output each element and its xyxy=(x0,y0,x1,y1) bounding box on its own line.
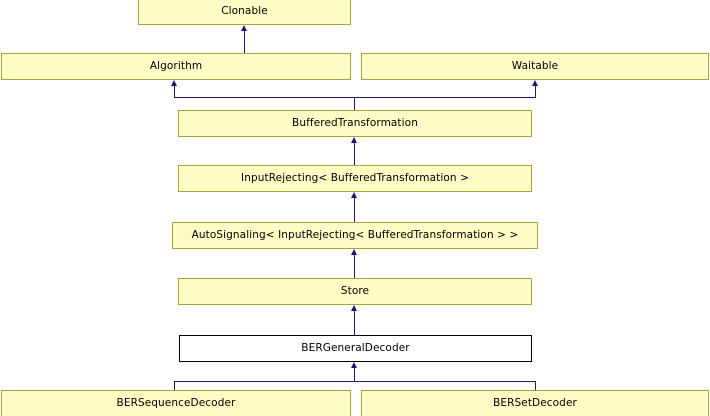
arrowhead-buffered-transformation xyxy=(351,137,357,143)
connector-subclass-bus xyxy=(174,381,536,382)
connector-subclass-stem xyxy=(354,368,355,381)
arrowhead-waitable xyxy=(532,80,538,86)
arrowhead-ber-general-decoder xyxy=(351,362,357,368)
node-input-rejecting[interactable]: InputRejecting< BufferedTransformation > xyxy=(178,165,532,192)
connector-bergeneral-to-store xyxy=(354,311,355,335)
node-label: Store xyxy=(340,285,370,298)
node-store[interactable]: Store xyxy=(178,278,532,305)
connector-algorithm-to-clonable xyxy=(244,30,245,53)
node-waitable[interactable]: Waitable xyxy=(361,53,709,80)
arrowhead-clonable xyxy=(241,25,247,31)
node-ber-set-decoder[interactable]: BERSetDecoder xyxy=(361,390,709,416)
connector-buffered-stem xyxy=(354,97,355,110)
node-label: Clonable xyxy=(221,5,268,18)
node-clonable[interactable]: Clonable xyxy=(138,0,351,25)
node-label: BERSequenceDecoder xyxy=(116,397,236,410)
node-auto-signaling[interactable]: AutoSignaling< InputRejecting< BufferedT… xyxy=(172,222,538,249)
node-label: AutoSignaling< InputRejecting< BufferedT… xyxy=(191,229,519,242)
node-algorithm[interactable]: Algorithm xyxy=(1,53,351,80)
connector-bersequence-riser xyxy=(174,381,175,390)
node-label: BufferedTransformation xyxy=(292,117,418,130)
arrowhead-input-rejecting xyxy=(351,192,357,198)
node-label: Waitable xyxy=(511,60,559,73)
arrowhead-auto-signaling xyxy=(351,249,357,255)
connector-berset-riser xyxy=(535,381,536,390)
node-ber-sequence-decoder[interactable]: BERSequenceDecoder xyxy=(1,390,351,416)
connector-buffered-to-algorithm-riser xyxy=(174,86,175,97)
node-buffered-transformation[interactable]: BufferedTransformation xyxy=(178,110,532,137)
arrowhead-store xyxy=(351,305,357,311)
connector-buffered-to-waitable-riser xyxy=(535,86,536,97)
connector-store-to-autosignaling xyxy=(354,255,355,278)
node-label: BERSetDecoder xyxy=(493,397,577,410)
node-label: InputRejecting< BufferedTransformation > xyxy=(241,172,469,185)
node-label: BERGeneralDecoder xyxy=(301,342,410,355)
node-ber-general-decoder[interactable]: BERGeneralDecoder xyxy=(179,335,532,362)
connector-buffered-bus xyxy=(174,97,536,98)
connector-inputrejecting-to-buffered xyxy=(354,143,355,165)
connector-autosignaling-to-inputrejecting xyxy=(354,198,355,222)
node-label: Algorithm xyxy=(149,60,203,73)
arrowhead-algorithm xyxy=(171,80,177,86)
